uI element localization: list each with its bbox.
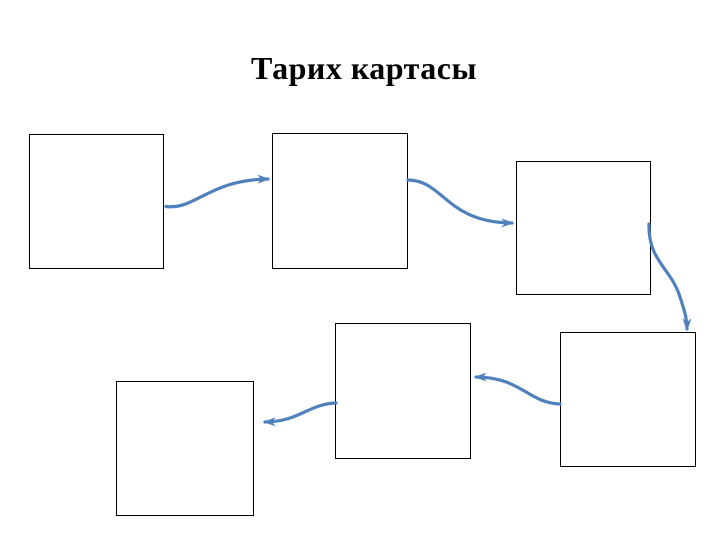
flow-box-3 xyxy=(516,161,651,295)
connector-arrow-1-2 xyxy=(164,174,271,209)
flow-box-2 xyxy=(272,133,408,269)
flow-box-6 xyxy=(116,381,254,516)
connector-arrow-2-3 xyxy=(406,178,515,228)
flow-box-5 xyxy=(335,323,471,459)
flow-box-4 xyxy=(560,332,696,467)
page-title: Тарих картасы xyxy=(251,50,477,86)
connector-arrow-3-4 xyxy=(647,222,692,332)
connector-arrow-5-6 xyxy=(262,401,338,427)
flow-box-1 xyxy=(29,134,164,269)
connector-arrow-4-5 xyxy=(473,372,562,406)
